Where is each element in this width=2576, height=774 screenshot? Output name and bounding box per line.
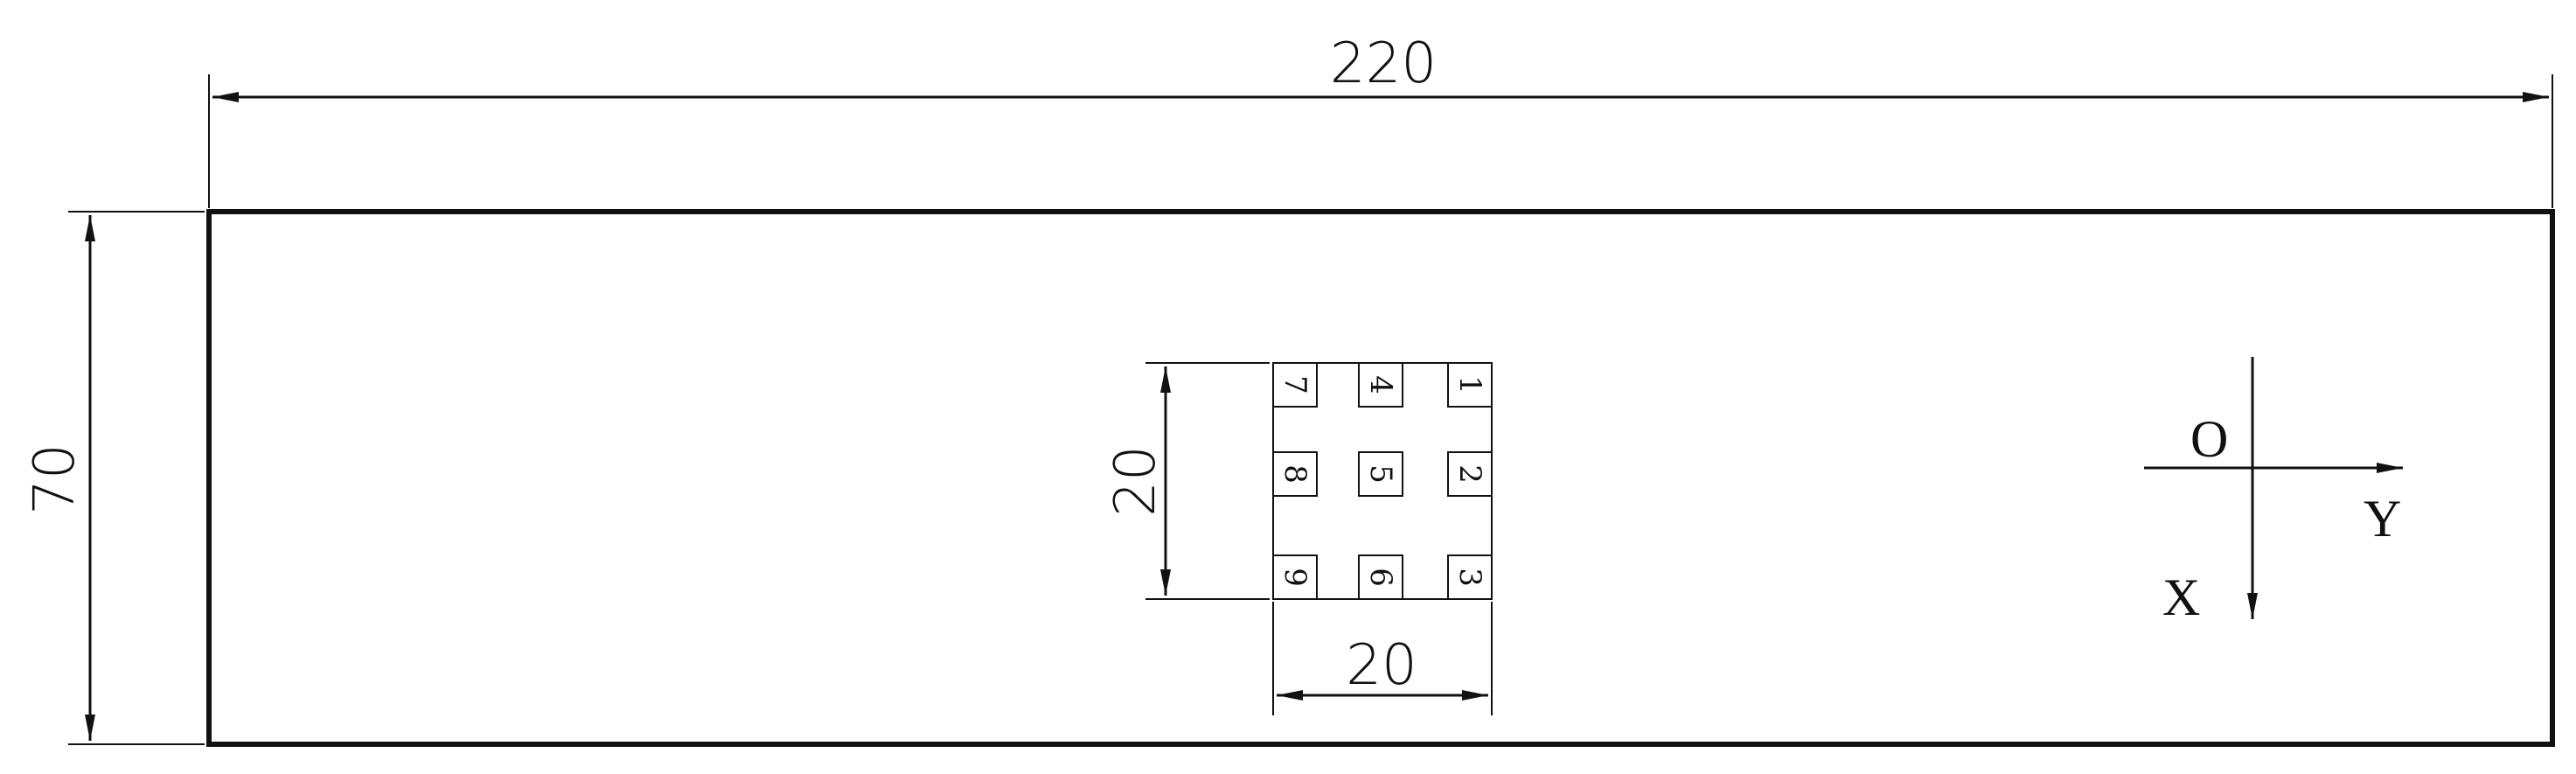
grid-cell-label: 4 [1363, 375, 1398, 394]
grid-cell: 7 [1272, 362, 1318, 408]
grid-cell-label: 8 [1278, 464, 1312, 484]
grid-cell: 5 [1358, 451, 1403, 497]
grid-cell: 6 [1358, 554, 1403, 600]
grid-width-dimension: 20 [1272, 602, 1493, 715]
grid-cell-label: 6 [1363, 568, 1398, 587]
length-dimension-text: 220 [1330, 31, 1437, 96]
grid-cell: 9 [1272, 554, 1318, 600]
grid-cell: 8 [1272, 451, 1318, 497]
grid-cell: 1 [1447, 362, 1493, 408]
grid-cell-box [1447, 451, 1493, 497]
grid-cell: 4 [1358, 362, 1403, 408]
grid-height-dimension: 20 [1104, 362, 1270, 600]
grid-cell-box [1358, 362, 1403, 408]
measurement-grid: 7 4 1 8 5 2 9 6 3 [1272, 362, 1493, 600]
width-dimension-text: 70 [23, 443, 87, 514]
coordinate-axes: O Y X [2144, 357, 2403, 626]
part-outline [206, 209, 2555, 747]
grid-cell-box [1272, 362, 1318, 408]
grid-cell-box [1272, 451, 1318, 497]
grid-cell-label: 7 [1278, 375, 1312, 394]
grid-cell-label: 2 [1452, 464, 1487, 484]
grid-cell: 2 [1447, 451, 1493, 497]
overall-length-dimension: 220 [208, 31, 2553, 208]
grid-cell-box [1358, 451, 1403, 497]
grid-width-dimension-text: 20 [1346, 633, 1417, 698]
x-axis-label: X [2162, 568, 2200, 626]
grid-cell-label: 5 [1363, 464, 1398, 484]
grid-cell-label: 1 [1452, 375, 1487, 394]
grid-cell-box [1272, 554, 1318, 600]
grid-cell: 3 [1447, 554, 1493, 600]
grid-cell-box [1447, 362, 1493, 408]
grid-cell-label: 3 [1452, 568, 1487, 587]
overall-width-dimension: 70 [23, 211, 205, 745]
grid-cell-box [1358, 554, 1403, 600]
grid-cell-label: 9 [1278, 568, 1312, 587]
origin-label: O [2190, 410, 2228, 468]
grid-cell-box [1447, 554, 1493, 600]
grid-height-dimension-text: 20 [1104, 445, 1168, 516]
y-axis-label: Y [2364, 490, 2401, 547]
